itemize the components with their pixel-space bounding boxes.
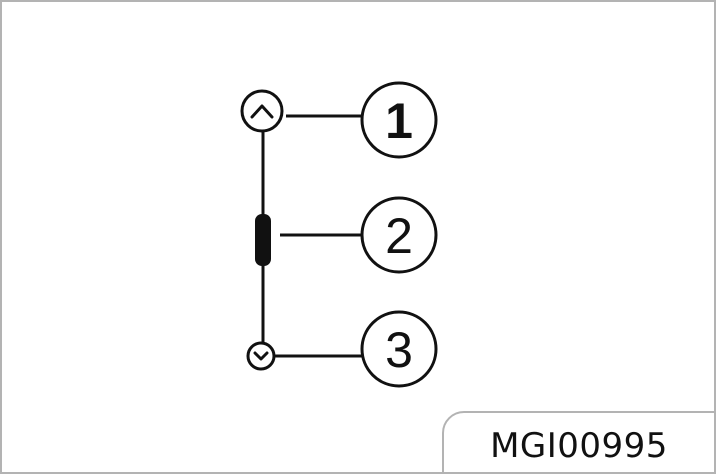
scrollbar-thumb xyxy=(255,214,271,266)
callout-label-1: 1 xyxy=(385,93,413,149)
chevron-down-circle-icon xyxy=(246,341,276,371)
figure-code-tab xyxy=(442,411,714,472)
callout-1: 1 xyxy=(360,81,438,159)
figure-code: MGI00995 xyxy=(490,426,668,466)
callout-3: 3 xyxy=(360,310,438,388)
callout-label-2: 2 xyxy=(385,208,413,264)
callout-label-3: 3 xyxy=(385,322,413,378)
chevron-up-circle-icon xyxy=(240,89,284,133)
callout-2: 2 xyxy=(360,196,438,274)
